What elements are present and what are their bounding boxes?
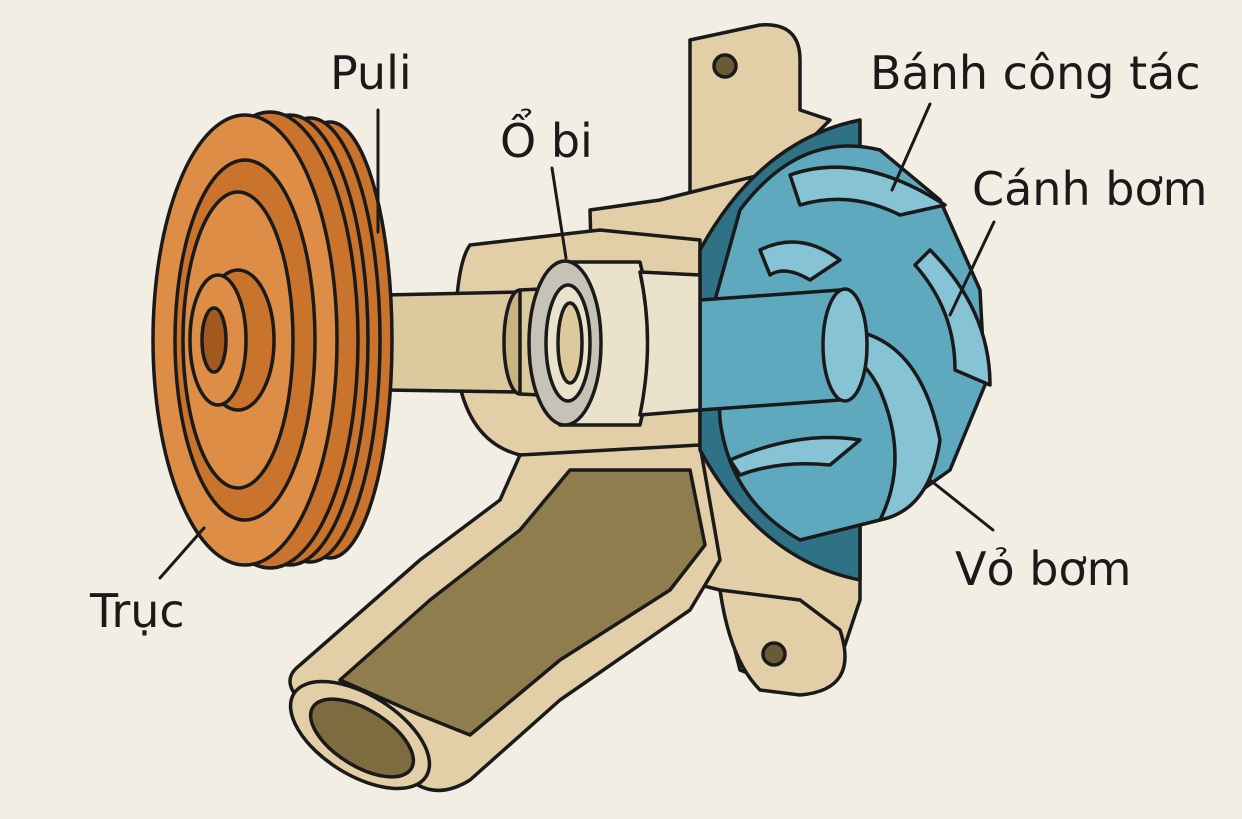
pulley-center-bore — [200, 306, 228, 374]
impeller-blade — [728, 435, 862, 477]
impeller-blade — [788, 165, 947, 217]
leader-line-o-bi — [550, 166, 568, 260]
pulley — [151, 110, 394, 570]
label-truc: Trục — [90, 584, 185, 638]
impeller-blade — [828, 328, 942, 522]
label-o-bi: Ổ bi — [500, 114, 593, 168]
leader-lines — [158, 102, 996, 580]
impeller-hub-face — [821, 287, 869, 403]
label-canh-bom: Cánh bơm — [972, 162, 1208, 216]
leader-line-vo-bom — [928, 478, 995, 532]
coolant-passage — [338, 468, 707, 737]
impeller-assembly — [698, 118, 992, 582]
label-banh-cong-tac: Bánh công tác — [870, 46, 1201, 100]
top-bolt-hole — [712, 53, 738, 79]
leader-line-canh-bom — [948, 220, 996, 317]
leader-line-truc — [158, 526, 206, 580]
shaft-body — [383, 290, 522, 394]
bottom-bolt-hole — [761, 641, 787, 667]
bottom-mounting-ear — [718, 588, 847, 697]
bearing-seal — [638, 270, 702, 417]
impeller-blade — [758, 240, 842, 282]
bearing — [527, 259, 702, 427]
pipe-opening-inner — [308, 697, 416, 779]
bearing-bore — [556, 301, 584, 385]
label-vo-bom: Vỏ bơm — [955, 542, 1132, 596]
leader-line-banh-cong-tac — [890, 102, 932, 192]
label-puli: Puli — [330, 46, 412, 100]
